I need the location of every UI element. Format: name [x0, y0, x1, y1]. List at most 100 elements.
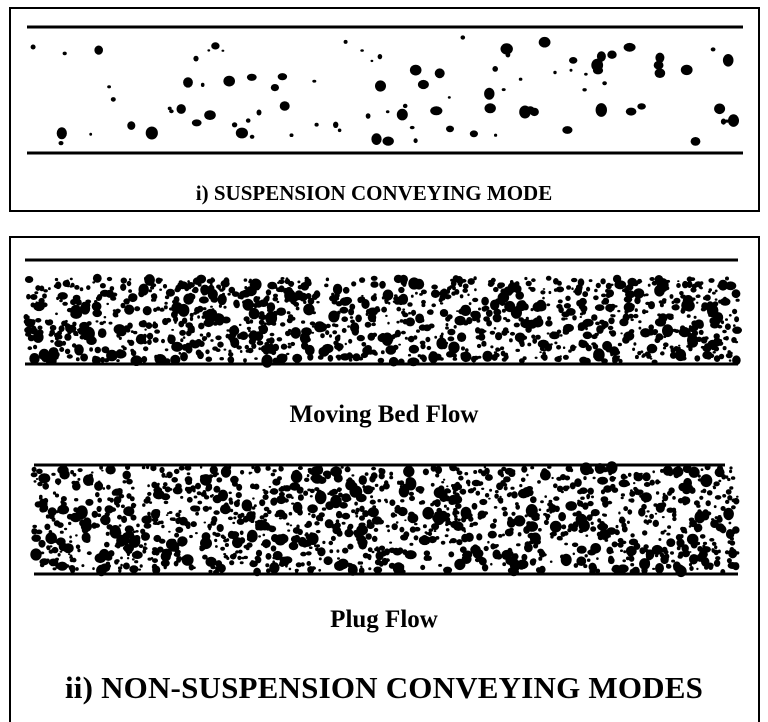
- plug-flow-particle: [208, 527, 211, 531]
- moving-bed-particle: [307, 353, 314, 361]
- moving-bed-particle: [648, 328, 655, 335]
- moving-bed-particle: [128, 293, 138, 303]
- moving-bed-particle: [163, 305, 168, 310]
- moving-bed-particle: [311, 331, 315, 334]
- moving-bed-particle: [289, 283, 294, 287]
- moving-bed-particle: [620, 332, 623, 335]
- plug-flow-particle: [75, 544, 81, 550]
- moving-bed-particle: [145, 322, 153, 329]
- plug-flow-particle: [55, 510, 59, 514]
- moving-bed-particle: [70, 304, 82, 318]
- plug-flow-particle: [165, 514, 169, 516]
- plug-flow-particle: [367, 507, 379, 518]
- moving-bed-particle: [264, 295, 270, 301]
- plug-flow-particle: [500, 473, 505, 478]
- plug-flow-particle: [248, 471, 251, 475]
- plug-flow-particle: [35, 478, 39, 480]
- plug-flow-particle: [139, 564, 143, 568]
- plug-flow-particle: [715, 556, 721, 561]
- plug-flow-particle: [318, 512, 325, 518]
- moving-bed-particle: [682, 295, 694, 307]
- moving-bed-particle: [530, 308, 534, 312]
- plug-flow-particle: [507, 550, 514, 557]
- plug-flow-particle: [318, 568, 322, 572]
- plug-flow-particle: [38, 498, 48, 510]
- moving-bed-particle: [64, 333, 72, 341]
- moving-bed-particle: [713, 355, 721, 362]
- moving-bed-particle: [708, 313, 712, 317]
- plug-flow-particle: [560, 490, 564, 494]
- plug-flow-particle: [274, 534, 287, 546]
- moving-bed-particle: [339, 306, 349, 314]
- plug-flow-particle: [344, 466, 351, 473]
- suspension-particle: [602, 81, 607, 86]
- plug-flow-particle: [506, 518, 516, 528]
- plug-flow-particle: [711, 518, 715, 521]
- moving-bed-particle: [69, 277, 73, 281]
- plug-flow-particle: [68, 565, 76, 571]
- plug-flow-particle: [587, 487, 594, 495]
- plug-flow-particle: [520, 477, 526, 483]
- moving-bed-particle: [270, 349, 277, 356]
- moving-bed-particle: [412, 313, 415, 316]
- plug-flow-particle: [727, 495, 733, 501]
- moving-bed-particle: [602, 297, 610, 305]
- plug-flow-particle: [718, 479, 722, 483]
- plug-flow-particle: [160, 559, 170, 567]
- plug-flow-particle: [239, 537, 246, 544]
- moving-bed-particle: [333, 340, 339, 346]
- moving-bed-particle: [228, 325, 240, 336]
- plug-flow-particle: [45, 532, 57, 545]
- plug-flow-particle: [314, 487, 320, 492]
- plug-flow-particle: [33, 480, 37, 483]
- plug-flow-particle: [571, 542, 579, 548]
- suspension-particle: [365, 113, 371, 119]
- plug-flow-particle: [465, 514, 469, 518]
- moving-bed-particle: [276, 337, 283, 342]
- plug-flow-particle: [615, 524, 619, 529]
- plug-flow-particle: [130, 502, 136, 509]
- plug-flow-particle: [521, 466, 528, 473]
- moving-bed-particle: [394, 296, 398, 300]
- moving-bed-particle: [261, 354, 273, 368]
- plug-flow-particle: [335, 510, 343, 519]
- moving-bed-particle: [605, 347, 611, 353]
- moving-bed-particle: [546, 277, 550, 280]
- plug-flow-particle: [340, 466, 344, 469]
- plug-flow-particle: [38, 473, 51, 484]
- plug-flow-particle: [501, 506, 508, 511]
- moving-bed-particle: [156, 306, 161, 311]
- plug-flow-particle: [45, 514, 50, 519]
- plug-flow-particle: [236, 494, 240, 498]
- moving-bed-particle: [346, 352, 353, 360]
- plug-flow-particle: [397, 547, 404, 554]
- suspension-particle: [569, 57, 578, 64]
- plug-flow-particle: [610, 550, 614, 554]
- plug-flow-particle: [537, 480, 541, 484]
- plug-flow-particle: [448, 497, 456, 505]
- plug-flow-particle: [329, 549, 334, 554]
- moving-bed-particle: [439, 309, 449, 317]
- moving-bed-particle: [202, 310, 210, 317]
- moving-bed-particle: [251, 343, 257, 349]
- moving-bed-particle: [714, 289, 718, 293]
- plug-flow-particle: [580, 496, 585, 500]
- moving-bed-particle: [130, 350, 137, 357]
- plug-flow-particle: [725, 499, 730, 504]
- plug-flow-particle: [683, 477, 692, 489]
- moving-bed-particle: [707, 290, 711, 293]
- plug-flow-particle: [736, 495, 739, 498]
- plug-flow-particle: [454, 492, 460, 499]
- plug-flow-particle: [652, 567, 656, 571]
- moving-bed-particle: [698, 285, 702, 289]
- moving-bed-particle: [341, 328, 347, 333]
- moving-bed-particle: [226, 329, 230, 332]
- plug-flow-particle: [574, 478, 582, 487]
- moving-bed-particle: [266, 338, 273, 344]
- plug-flow-particle: [551, 530, 557, 535]
- plug-flow-particle: [282, 556, 293, 564]
- moving-bed-particle: [437, 291, 442, 296]
- suspension-particle: [279, 101, 290, 111]
- moving-bed-particle: [332, 283, 343, 295]
- plug-flow-particle: [473, 470, 478, 474]
